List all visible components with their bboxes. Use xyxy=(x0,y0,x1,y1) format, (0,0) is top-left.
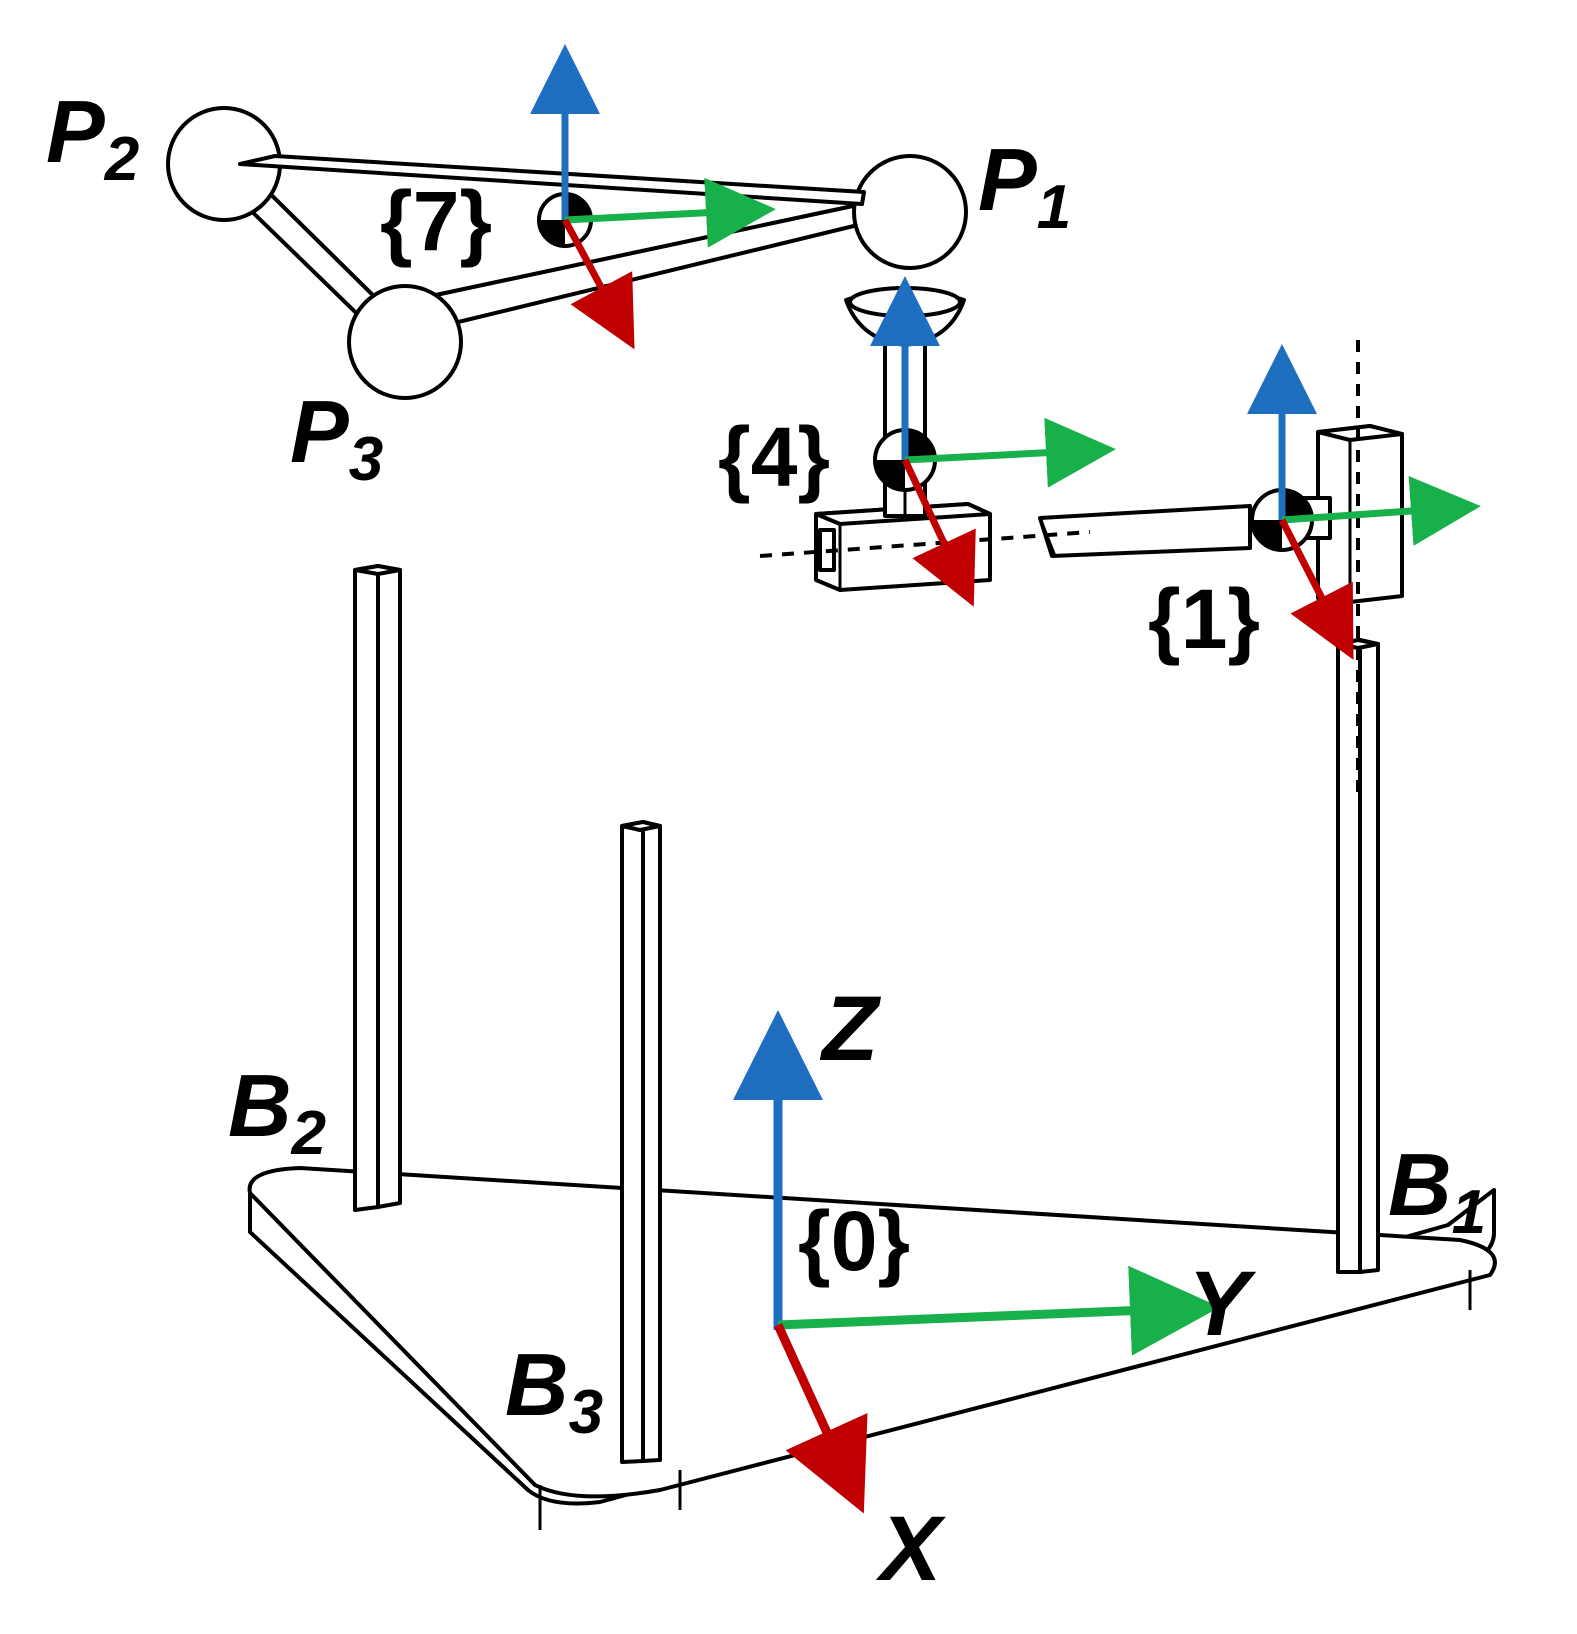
frame-0-y-axis xyxy=(777,1265,1220,1356)
label-b3: B3 xyxy=(505,1335,603,1447)
frame-label-0: {0} xyxy=(798,1194,910,1288)
axis-label-y: Y xyxy=(1188,1253,1257,1355)
frame-7-x-axis xyxy=(561,218,635,350)
label-b2: B2 xyxy=(228,1056,326,1168)
frame-label-1: {1} xyxy=(1148,572,1260,666)
column-b1 xyxy=(1336,638,1380,1274)
axis-label-x: X xyxy=(875,1498,946,1600)
platform-joint-p3 xyxy=(347,284,463,400)
label-p3: P3 xyxy=(290,382,383,494)
frame-label-4: {4} xyxy=(718,410,830,504)
column-b3 xyxy=(620,820,662,1464)
label-p2: P2 xyxy=(46,82,139,194)
axis-label-z: Z xyxy=(819,978,882,1080)
label-p1: P1 xyxy=(978,130,1071,242)
frame-4-y-axis xyxy=(904,417,1116,488)
column-b2 xyxy=(353,564,402,1212)
frame-0-x-axis xyxy=(773,1323,868,1514)
base-plate xyxy=(247,1166,1497,1530)
frame-1-x-axis xyxy=(1278,518,1354,660)
frame-7-y-axis xyxy=(564,177,776,248)
coordinate-axes xyxy=(530,44,1481,1514)
frame-1-y-axis xyxy=(1281,476,1481,546)
frame-4-x-axis xyxy=(901,458,976,607)
label-b1: B1 xyxy=(1388,1135,1486,1247)
platform-joint-p1 xyxy=(852,154,968,270)
frame-label-7: {7} xyxy=(380,174,492,268)
